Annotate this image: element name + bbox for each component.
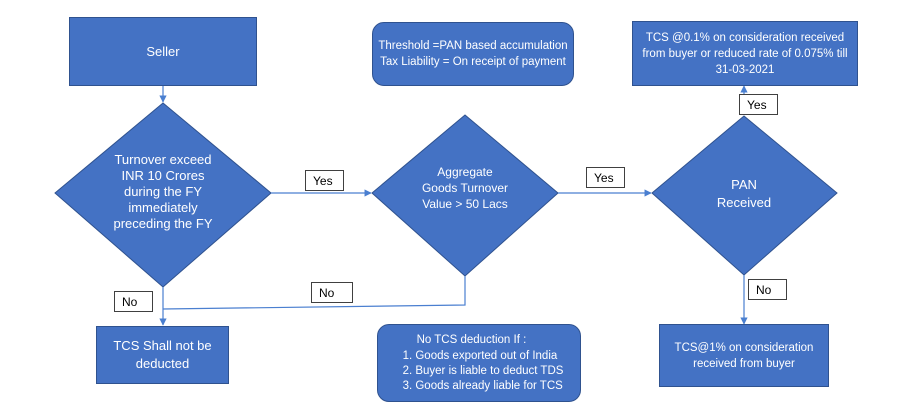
tcs-1-line-1: TCS@1% on consideration: [674, 341, 814, 354]
no-text: No: [756, 282, 772, 297]
not-deducted-line-2: deducted: [135, 356, 190, 371]
seller-label: Seller: [146, 44, 180, 59]
turnover-line-5: preceding the FY: [113, 216, 213, 231]
no-tcs-box: No TCS deduction If : 1. Goods exported …: [377, 324, 581, 402]
yes-label-aggregate: Yes: [586, 167, 625, 188]
tcs-1-box: TCS@1% on consideration received from bu…: [659, 324, 829, 387]
connector-aggregate-no-to-left: [162, 276, 466, 310]
no-text: No: [319, 285, 335, 300]
aggregate-line-3: Value > 50 Lacs: [422, 197, 508, 211]
turnover-line-2: INR 10 Crores: [121, 168, 205, 183]
not-deducted-line-1: TCS Shall not be: [113, 338, 212, 353]
no-label-aggregate: No: [311, 282, 353, 303]
tcs-0-1-box: TCS @0.1% on consideration received from…: [632, 21, 858, 86]
no-tcs-item-2: 2. Buyer is liable to deduct TDS: [402, 364, 564, 377]
no-tcs-item-3: 3. Goods already liable for TCS: [402, 379, 563, 392]
tax-liability-line: Tax Liability = On receipt of payment: [380, 56, 566, 68]
yes-label-pan: Yes: [739, 94, 778, 115]
pan-line-1: PAN: [731, 177, 757, 192]
no-text: No: [122, 294, 138, 309]
no-label-pan: No: [748, 279, 787, 300]
turnover-line-4: immediately: [128, 200, 198, 215]
tcs-0-1-line-3: 31-03-2021: [715, 63, 775, 76]
threshold-line: Threshold =PAN based accumulation: [378, 40, 568, 52]
aggregate-decision-text: Aggregate Goods Turnover Value > 50 Lacs: [405, 164, 525, 212]
pan-line-2: Received: [716, 195, 772, 210]
tcs-0-1-line-2: from buyer or reduced rate of 0.075% til…: [642, 47, 848, 60]
no-tcs-list: 1. Goods exported out of India 2. Buyer …: [395, 349, 564, 394]
threshold-box: Threshold =PAN based accumulation Tax Li…: [372, 22, 574, 86]
aggregate-line-1: Aggregate: [437, 165, 493, 179]
yes-text: Yes: [313, 173, 333, 188]
no-label-turnover: No: [114, 291, 153, 312]
tcs-1-line-2: received from buyer: [693, 357, 795, 370]
tcs-0-1-line-1: TCS @0.1% on consideration received: [645, 31, 845, 44]
not-deducted-box: TCS Shall not be deducted: [96, 326, 229, 384]
turnover-line-3: during the FY: [123, 184, 203, 199]
turnover-line-1: Turnover exceed: [114, 152, 212, 167]
yes-text: Yes: [594, 170, 614, 185]
aggregate-line-2: Goods Turnover: [421, 181, 509, 195]
no-tcs-item-1: 1. Goods exported out of India: [402, 349, 558, 362]
turnover-decision-text: Turnover exceed INR 10 Crores during the…: [98, 152, 228, 232]
seller-box: Seller: [69, 17, 257, 86]
yes-label-turnover: Yes: [305, 170, 344, 191]
pan-decision-text: PAN Received: [694, 176, 794, 212]
yes-text: Yes: [747, 97, 767, 112]
no-tcs-title: No TCS deduction If :: [416, 333, 527, 346]
